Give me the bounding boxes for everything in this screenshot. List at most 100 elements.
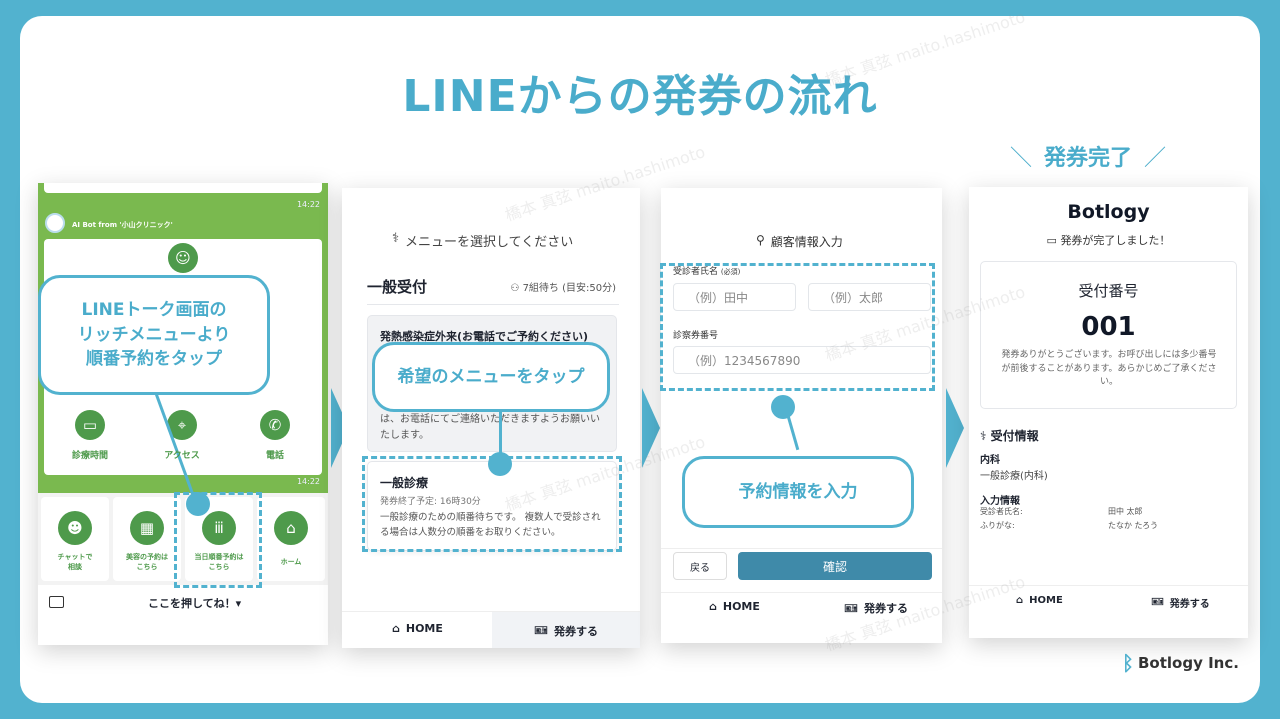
support-icon: ☺ (168, 243, 198, 273)
done-text: 発券が完了しました！ (1060, 234, 1171, 247)
rich-menu-same-day[interactable]: ⅲ 当日順番予約は こちら (185, 497, 253, 581)
home-icon: ⌂ (709, 600, 717, 613)
keyboard-icon[interactable] (49, 596, 64, 608)
rich-menu: ☻ チャットで 相談 ▦ 美容の予約は こちら ⅲ 当日順番予約は こちら ⌂ ホーム (38, 493, 328, 585)
dept-value: 一般診療(内科) (980, 471, 1048, 482)
card-number-input[interactable]: （例）1234567890 (673, 346, 931, 374)
brand-name: Botlogy (1067, 201, 1150, 223)
banner-slash: ＼ (1010, 146, 1033, 171)
tile-hours[interactable]: ▭ 診療時間 (46, 398, 134, 473)
card-title: 発熱感染症外来(お電話でご予約ください) (380, 330, 589, 343)
input-title: 入力情報 (980, 496, 1020, 507)
tile-access[interactable]: ⌖ アクセス (138, 398, 226, 473)
menu-toggle[interactable]: ここを押してね！▾ (148, 597, 242, 610)
rich-menu-chat[interactable]: ☻ チャットで 相談 (41, 497, 109, 581)
bot-name: AI Bot from '小山クリニック' (72, 221, 173, 229)
header-text: メニューを選択してください (405, 235, 574, 250)
home-icon: ⌂ (1016, 595, 1024, 606)
arrow-right-icon (642, 388, 660, 468)
tile-label: アクセス (164, 451, 200, 461)
tile-label: 電話 (265, 451, 284, 461)
bottom-nav: ⌂HOME 🎫︎発券する (342, 611, 640, 648)
users-icon: ⚇ (510, 283, 523, 294)
ticket-number: 001 (1081, 312, 1136, 342)
header: ⚕メニューを選択してください (392, 231, 573, 250)
ticket-card: 受付番号 001 発券ありがとうございます。お呼び出しには多少番号が前後すること… (980, 261, 1237, 409)
ticket-note: 発券ありがとうございます。お呼び出しには多少番号が前後することがあります。あらか… (1001, 350, 1217, 387)
banner-text: 発券完了 (1044, 146, 1133, 171)
rich-menu-home[interactable]: ⌂ ホーム (257, 497, 325, 581)
nav-home[interactable]: ⌂ HOME (709, 600, 760, 613)
header: ⚲ 顧客情報入力 (756, 233, 843, 250)
nav-label: HOME (722, 600, 760, 613)
card-end-time: 発券終了予定: 16時30分 (380, 497, 481, 507)
first-name-input[interactable]: （例）太郎 (808, 283, 931, 311)
logo-text: Botlogy Inc. (1138, 654, 1239, 672)
stethoscope-icon: ⚕ (980, 429, 991, 443)
card-text: 一般診療のための順番待ちです。 複数人で受診される場合は人数分の順番をお取りくだ… (380, 512, 601, 539)
calendar-icon: ▦ (130, 511, 164, 545)
customer-info-panel: ⚲ 顧客情報入力 受診者氏名 (必須) （例）田中 （例）太郎 診察券番号 （例）… (661, 188, 942, 643)
nav-label: 発券する (863, 602, 908, 615)
nav-issue[interactable]: 🎫︎ 発券する (1151, 595, 1210, 610)
callout-pointer (499, 412, 502, 464)
card-icon: ▭ (1046, 234, 1061, 247)
nav-label: HOME (1029, 595, 1063, 606)
card-title: 一般診療 (380, 476, 429, 490)
required-tag: (必須) (720, 268, 741, 276)
section-title: 一般受付 (367, 278, 428, 296)
arrow-right-icon (946, 388, 964, 468)
bot-icon: ☻ (58, 511, 92, 545)
menu-label: チャットで 相談 (57, 553, 93, 571)
ticket-complete-panel: Botlogy ▭ 発券が完了しました！ 受付番号 001 発券ありがとうござい… (969, 187, 1248, 638)
timestamp: 14:22 (296, 477, 320, 486)
ticket-label: 受付番号 (1078, 282, 1139, 300)
info-title: ⚕ 受付情報 (980, 427, 1039, 444)
pointer-dot (771, 395, 795, 419)
back-button[interactable]: 戻る (673, 552, 727, 580)
home-icon: ⌂ (274, 511, 308, 545)
nav-home[interactable]: ⌂ HOME (1016, 595, 1063, 606)
callout-step1: LINEトーク画面の リッチメニューより 順番予約をタップ (38, 275, 270, 395)
nav-home[interactable]: ⌂HOME (392, 622, 443, 635)
info-title-text: 受付情報 (990, 429, 1039, 443)
pointer-dot (488, 452, 512, 476)
row-key: 受診者氏名: (980, 507, 1023, 516)
slide-title: LINEからの発券の流れ (402, 71, 878, 122)
card-number-label: 診察券番号 (673, 331, 719, 341)
callout-step3: 予約情報を入力 (682, 456, 914, 528)
menu-card-general[interactable]: 一般診療 発券終了予定: 16時30分 一般診療のための順番待ちです。 複数人で… (367, 461, 617, 551)
nav-issue[interactable]: 🎫︎発券する (844, 600, 908, 616)
nav-issue[interactable]: 🎫︎発券する (492, 612, 640, 648)
name-label: 受診者氏名 (必須) (673, 264, 740, 277)
callout-step2: 希望のメニューをタップ (372, 342, 610, 412)
user-icon: ⚲ (756, 233, 765, 247)
banner-slash: ／ (1144, 146, 1167, 171)
label-text: 受診者氏名 (673, 267, 719, 277)
menu-label: 当日順番予約は こちら (194, 553, 244, 571)
complete-banner: ＼ 発券完了 ／ (1010, 140, 1166, 172)
ticket-icon: 🎫︎ (1151, 597, 1164, 608)
logo-mark-icon: ᛒ (1122, 651, 1134, 675)
rich-menu-beauty[interactable]: ▦ 美容の予約は こちら (113, 497, 181, 581)
menu-label: ホーム (280, 558, 302, 566)
wait-count: ⚇ 7組待ち (目安:50分) (510, 279, 616, 294)
header-text: 顧客情報入力 (770, 235, 843, 249)
row-value: たなか たろう (1108, 521, 1159, 530)
confirm-button[interactable]: 確認 (738, 552, 932, 580)
home-icon: ⌂ (392, 622, 400, 635)
open-sign-icon: ▭ (75, 410, 105, 440)
nav-label: 発券する (1169, 599, 1210, 610)
prev-message (44, 183, 322, 193)
dept-label: 内科 (980, 455, 1000, 466)
row-value: 田中 太郎 (1108, 507, 1143, 516)
phone-icon: ✆ (260, 410, 290, 440)
people-icon: ⅲ (202, 511, 236, 545)
divider (661, 592, 942, 593)
menu-label: 美容の予約は こちら (126, 553, 168, 571)
tile-phone[interactable]: ✆ 電話 (230, 398, 320, 473)
last-name-input[interactable]: （例）田中 (673, 283, 796, 311)
highlight-box (174, 492, 262, 588)
divider (661, 548, 942, 549)
card-text: は、お電話にてご連絡いただきますようお願いいたします。 (380, 414, 600, 441)
